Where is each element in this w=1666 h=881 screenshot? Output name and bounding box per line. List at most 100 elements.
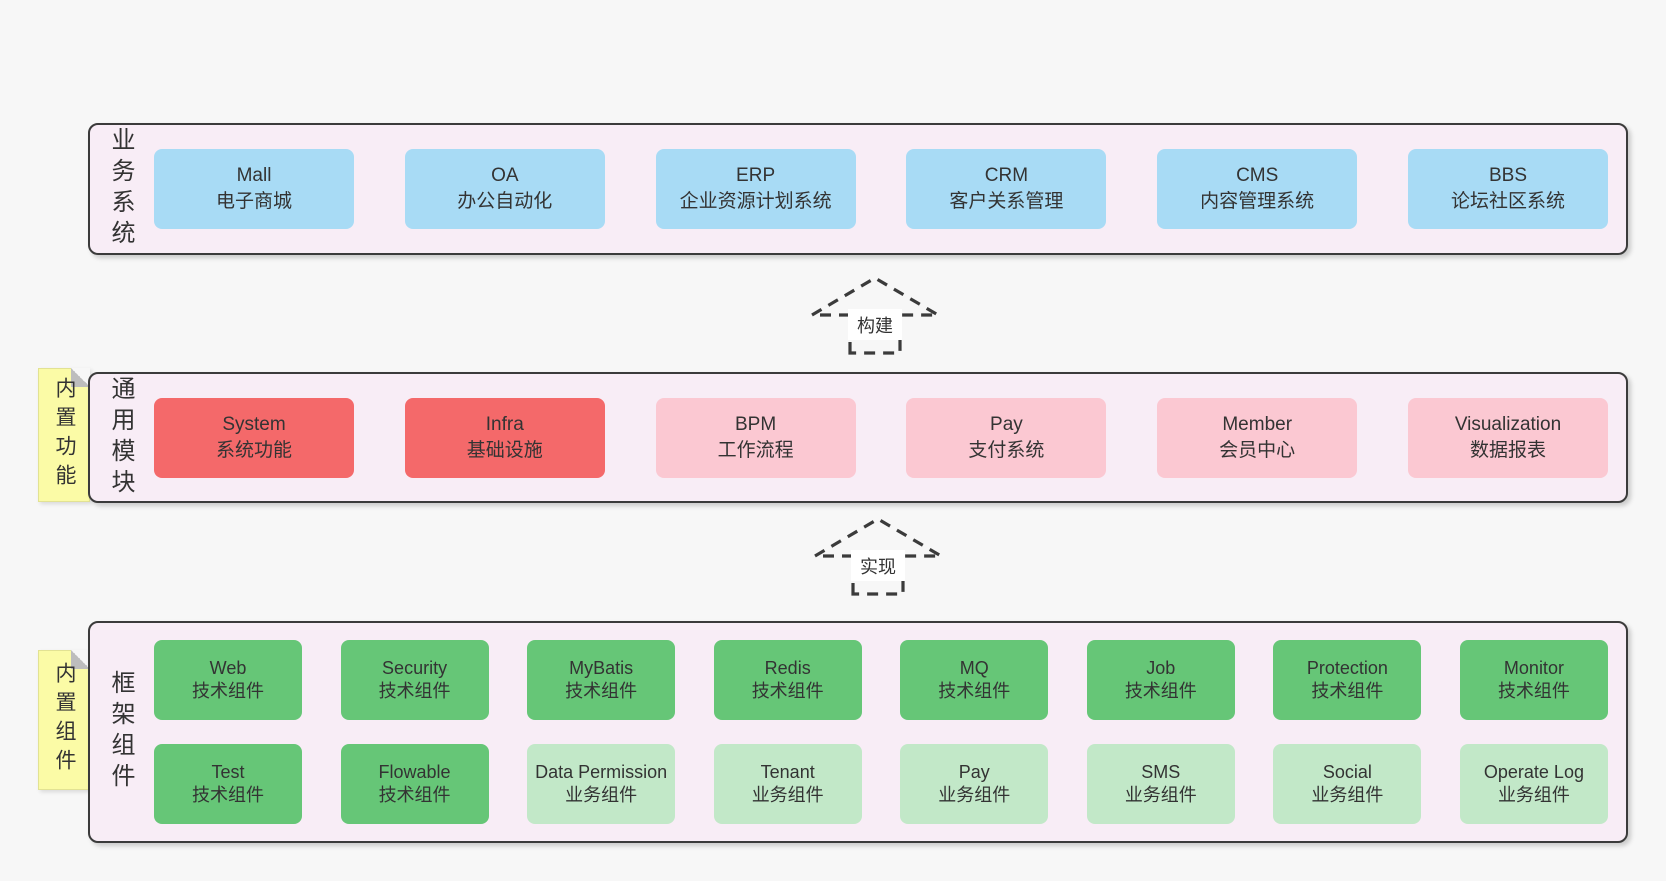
node-title: BPM bbox=[735, 413, 777, 435]
node-subtitle: 技术组件 bbox=[192, 785, 264, 805]
node-subtitle: 技术组件 bbox=[565, 681, 638, 701]
node-data-permission: Data Permission 业务组件 bbox=[527, 744, 676, 824]
node-erp: ERP 企业资源计划系统 bbox=[655, 149, 856, 229]
node-title: Web bbox=[209, 657, 247, 678]
node-security: Security 技术组件 bbox=[340, 640, 489, 720]
node-title: SMS bbox=[1141, 761, 1181, 782]
node-test: Test 技术组件 bbox=[154, 744, 302, 824]
node-title: ERP bbox=[736, 165, 776, 187]
layer-common-modules: 通用模块 System 系统功能 Infra 基础设施 BPM 工作流程 Pay 支付系统 Me… bbox=[88, 372, 1628, 503]
node-title: Test bbox=[211, 761, 245, 782]
node-subtitle: 业务组件 bbox=[1124, 785, 1197, 805]
up-arrow-outline bbox=[809, 517, 947, 596]
node-subtitle: 技术组件 bbox=[1311, 681, 1384, 701]
node-subtitle: 支付系统 bbox=[968, 439, 1045, 461]
arrow-implement: 实现 bbox=[809, 516, 947, 596]
node-subtitle: 论坛社区系统 bbox=[1450, 191, 1565, 212]
node-mq: MQ 技术组件 bbox=[900, 640, 1049, 720]
node-mybatis: MyBatis 技术组件 bbox=[527, 640, 676, 720]
node-subtitle: 基础设施 bbox=[466, 439, 543, 461]
layer-title-common-modules: 通用模块 bbox=[107, 375, 134, 500]
node-subtitle: 业务组件 bbox=[1311, 785, 1384, 805]
node-subtitle: 业务组件 bbox=[565, 785, 638, 805]
up-arrow-outline bbox=[806, 276, 944, 355]
node-protection: Protection 技术组件 bbox=[1273, 640, 1422, 720]
node-title: OA bbox=[491, 165, 519, 187]
node-subtitle: 技术组件 bbox=[192, 681, 264, 701]
node-flowable: Flowable 技术组件 bbox=[340, 744, 489, 824]
node-title: Mall bbox=[236, 165, 272, 187]
node-mall: Mall 电子商城 bbox=[154, 149, 354, 229]
arrow-build: 构建 bbox=[806, 275, 944, 355]
node-monitor: Monitor 技术组件 bbox=[1459, 640, 1608, 720]
node-operate-log: Operate Log 业务组件 bbox=[1459, 744, 1608, 824]
node-title: Flowable bbox=[378, 761, 451, 782]
node-subtitle: 办公自动化 bbox=[457, 191, 553, 212]
node-subtitle: 业务组件 bbox=[751, 785, 824, 805]
node-title: Operate Log bbox=[1483, 761, 1584, 782]
node-web: Web 技术组件 bbox=[154, 640, 302, 720]
node-title: System bbox=[222, 413, 286, 435]
node-subtitle: 技术组件 bbox=[1124, 681, 1197, 701]
node-subtitle: 客户关系管理 bbox=[949, 191, 1064, 212]
node-subtitle: 电子商城 bbox=[215, 191, 292, 212]
sticky-note-built-in-features: 内置功能 bbox=[38, 368, 90, 502]
node-subtitle: 系统功能 bbox=[215, 439, 292, 461]
node-title: CMS bbox=[1236, 165, 1279, 187]
node-title: MyBatis bbox=[569, 657, 634, 678]
node-subtitle: 技术组件 bbox=[938, 681, 1011, 701]
node-title: Infra bbox=[485, 413, 524, 435]
node-title: Data Permission bbox=[535, 761, 668, 782]
arrow-label: 实现 bbox=[860, 557, 896, 577]
node-title: BBS bbox=[1488, 165, 1527, 187]
node-sms: SMS 业务组件 bbox=[1086, 744, 1235, 824]
node-title: Tenant bbox=[760, 761, 815, 782]
node-subtitle: 企业资源计划系统 bbox=[679, 191, 832, 212]
node-visualization: Visualization 数据报表 bbox=[1407, 397, 1608, 478]
node-title: Pay bbox=[958, 761, 990, 782]
node-system: System 系统功能 bbox=[154, 397, 354, 478]
node-subtitle: 业务组件 bbox=[1497, 785, 1570, 805]
node-infra: Infra 基础设施 bbox=[404, 397, 605, 478]
note-fold-corner bbox=[71, 368, 90, 387]
sticky-note-label: 内置功能 bbox=[53, 377, 76, 493]
node-title: Pay bbox=[990, 413, 1023, 435]
node-tenant: Tenant 业务组件 bbox=[713, 744, 862, 824]
node-subtitle: 技术组件 bbox=[378, 785, 451, 805]
node-subtitle: 数据报表 bbox=[1469, 439, 1546, 461]
layer-title-business-systems: 业务系统 bbox=[107, 127, 134, 251]
node-title: Redis bbox=[764, 657, 811, 678]
node-title: CRM bbox=[984, 165, 1029, 187]
layer-business-systems: 业务系统 Mall 电子商城 OA 办公自动化 ERP 企业资源计划系统 CRM 客户关系管理… bbox=[88, 123, 1628, 255]
node-crm: CRM 客户关系管理 bbox=[906, 149, 1107, 229]
node-title: Protection bbox=[1306, 657, 1388, 678]
node-title: Visualization bbox=[1454, 413, 1562, 435]
node-subtitle: 工作流程 bbox=[717, 439, 794, 461]
arrow-label: 构建 bbox=[857, 316, 893, 336]
arrow-label-backdrop bbox=[848, 309, 902, 340]
node-subtitle: 技术组件 bbox=[378, 681, 451, 701]
node-pay: Pay 业务组件 bbox=[900, 744, 1049, 824]
node-pay: Pay 支付系统 bbox=[906, 397, 1107, 478]
node-subtitle: 业务组件 bbox=[938, 785, 1011, 805]
node-title: Security bbox=[382, 657, 448, 678]
node-subtitle: 技术组件 bbox=[1497, 681, 1570, 701]
node-title: MQ bbox=[959, 657, 989, 678]
sticky-note-label: 内置组件 bbox=[53, 662, 76, 778]
node-title: Monitor bbox=[1503, 657, 1564, 678]
note-fold-corner bbox=[71, 650, 90, 669]
node-bpm: BPM 工作流程 bbox=[655, 397, 856, 478]
node-subtitle: 会员中心 bbox=[1219, 439, 1296, 461]
arrow-label-backdrop bbox=[851, 550, 905, 581]
sticky-note-built-in-components: 内置组件 bbox=[38, 650, 90, 790]
